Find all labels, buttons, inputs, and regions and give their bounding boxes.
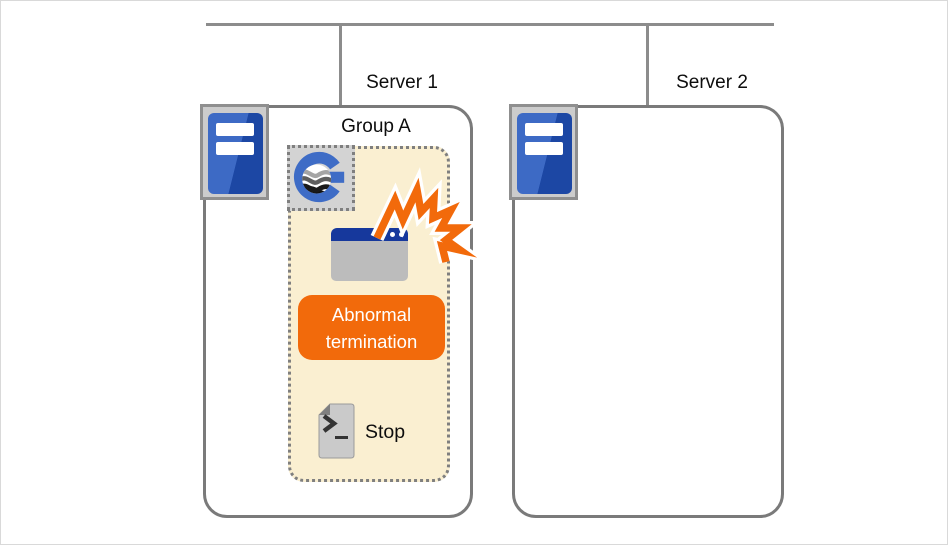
cluster-logo-graphic: [293, 151, 345, 203]
crash-burst-icon: [370, 167, 493, 265]
window-dot: [390, 232, 395, 237]
status-badge-text: Abnormal termination: [325, 303, 418, 352]
server-icon: [509, 104, 578, 200]
server-icon: [200, 104, 269, 200]
cluster-logo-icon: [287, 145, 355, 211]
server-slot-bar: [525, 123, 563, 136]
server-tower-shape: [208, 113, 263, 194]
status-badge-abnormal-termination: Abnormal termination: [298, 295, 445, 360]
server1-label: Server 1: [366, 72, 438, 93]
server-slot-bar: [216, 142, 254, 155]
stop-label: Stop: [365, 421, 406, 443]
app-window-body: [331, 241, 408, 281]
server-slot-bar: [216, 123, 254, 136]
server2-drop-line: [646, 23, 649, 106]
stop-script-icon: [318, 403, 355, 459]
network-bus-line: [206, 23, 774, 26]
group-a-label: Group A: [341, 116, 411, 137]
server2-label: Server 2: [676, 72, 748, 93]
server1-drop-line: [339, 23, 342, 106]
app-window-icon: [331, 228, 408, 281]
server-tower-shape: [517, 113, 572, 194]
server-slot-bar: [525, 142, 563, 155]
